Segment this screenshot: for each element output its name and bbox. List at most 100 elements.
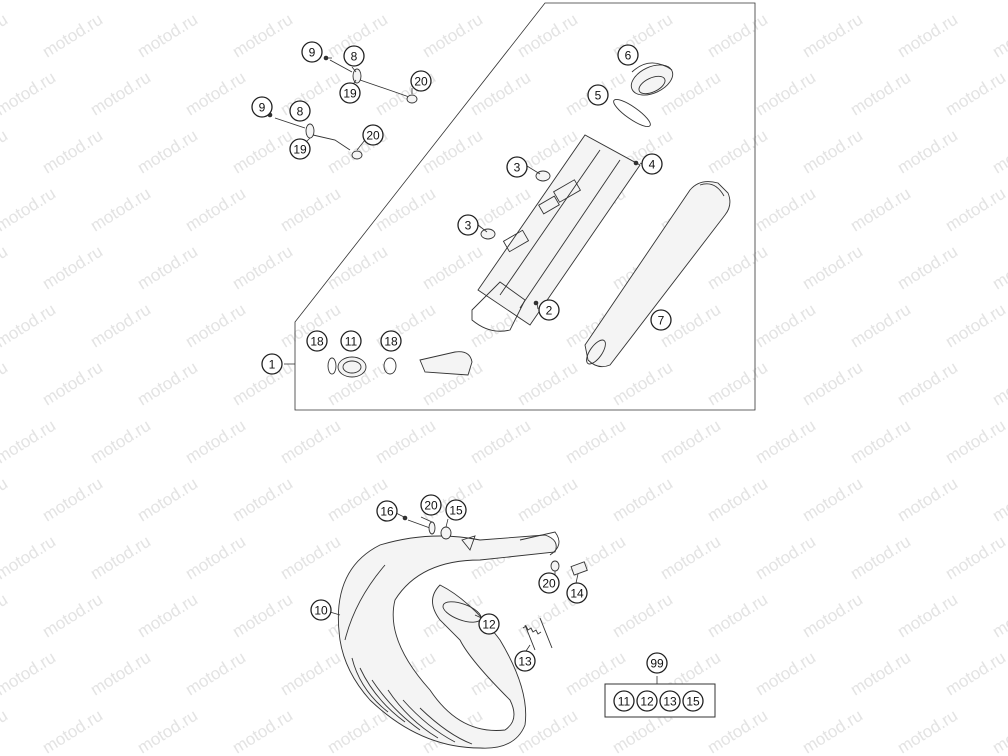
callout-circle [380,330,402,352]
callout-c20d: 20 [538,572,560,594]
watermark-text: motod.ru [894,474,961,526]
callout-number: 19 [293,143,307,157]
watermark-text: motod.ru [799,358,866,410]
expansion-chamber-pipe [337,531,560,749]
watermark-text: motod.ru [277,184,344,236]
watermark-text: motod.ru [799,242,866,294]
callout-number: 7 [658,314,665,328]
watermark-text: motod.ru [134,242,201,294]
callout-circle [478,613,500,635]
callout-number: 15 [686,695,700,709]
callout-number: 8 [297,105,304,119]
watermark-text: motod.ru [419,242,486,294]
callout-circle [339,82,361,104]
watermark-text: motod.ru [704,358,771,410]
kit-item-k11: 11 [613,690,635,712]
watermark-text: motod.ru [942,416,1008,468]
watermark-text: motod.ru [324,706,391,756]
callout-c15: 15 [445,499,467,521]
watermark-text: motod.ru [894,10,961,62]
callout-number: 2 [546,304,553,318]
watermark-text: motod.ru [229,126,296,178]
callout-number: 9 [259,101,266,115]
silencer-end-cap [630,62,674,96]
watermark-text: motod.ru [87,68,154,120]
watermark-text: motod.ru [182,0,249,3]
callout-number: 8 [351,50,358,64]
watermark-text: motod.ru [467,416,534,468]
watermark-text: motod.ru [847,300,914,352]
watermark-text: motod.ru [87,648,154,700]
watermark-text: motod.ru [0,358,11,410]
bushing-lower [480,228,496,240]
callout-c19a: 19 [339,82,361,104]
watermark-text: motod.ru [87,300,154,352]
seal-ring-left [327,357,337,375]
callout-number: 18 [384,335,398,349]
watermark-text: motod.ru [799,706,866,756]
watermark-text: motod.ru [989,358,1008,410]
watermark-text: motod.ru [752,532,819,584]
watermark-text: motod.ru [894,590,961,642]
watermark-text: motod.ru [609,474,676,526]
kit-callout-99: 99 [646,652,668,674]
watermark-text: motod.ru [752,416,819,468]
callout-c7: 7 [650,309,672,331]
watermark-text: motod.ru [87,184,154,236]
watermark-text: motod.ru [989,706,1008,756]
callout-circle [420,494,442,516]
callout-circle [682,690,704,712]
watermark-text: motod.ru [704,242,771,294]
watermark-text: motod.ru [799,10,866,62]
exhaust-springs [522,617,553,651]
watermark-text: motod.ru [562,416,629,468]
callout-c11: 11 [340,330,362,352]
callout-number: 13 [518,655,532,669]
watermark-text: motod.ru [0,184,59,236]
screw-4 [633,160,639,166]
callout-number: 1 [269,358,276,372]
callout-number: 3 [465,219,472,233]
callout-number: 99 [650,657,664,671]
watermark-text: motod.ru [847,68,914,120]
callout-number: 4 [649,158,656,172]
watermark-text: motod.ru [894,242,961,294]
watermark-text: motod.ru [182,184,249,236]
mount-hardware-lower [267,112,363,160]
watermark-text: motod.ru [0,706,11,756]
watermark-text: motod.ru [799,590,866,642]
watermark-text: motod.ru [372,184,439,236]
callout-c19b: 19 [289,138,311,160]
watermark-text: motod.ru [894,358,961,410]
watermark-text: motod.ru [847,648,914,700]
watermark-text: motod.ru [182,416,249,468]
callout-number: 11 [345,335,358,349]
watermark-text: motod.ru [514,358,581,410]
watermark-text: motod.ru [39,242,106,294]
kit-item-k15: 15 [682,690,704,712]
watermark-text: motod.ru [277,532,344,584]
watermark-text: motod.ru [134,10,201,62]
callout-circle [376,500,398,522]
watermark-text: motod.ru [0,474,11,526]
watermark-text: motod.ru [657,416,724,468]
watermark-text: motod.ru [0,532,59,584]
mount-hardware-upper [323,55,418,104]
watermark-text: motod.ru [229,10,296,62]
callout-circle [306,330,328,352]
callout-c8a: 8 [343,45,365,67]
callout-circle [538,299,560,321]
watermark-text: motod.ru [752,68,819,120]
callout-c9b: 9 [251,96,273,118]
callout-circle [613,690,635,712]
watermark-text: motod.ru [229,706,296,756]
watermark-text: motod.ru [134,358,201,410]
watermark-text: motod.ru [134,706,201,756]
watermark-text: motod.ru [277,0,344,3]
callout-number: 3 [514,161,521,175]
callout-number: 10 [314,604,328,618]
callout-number: 5 [595,89,602,103]
callout-c6: 6 [617,44,639,66]
